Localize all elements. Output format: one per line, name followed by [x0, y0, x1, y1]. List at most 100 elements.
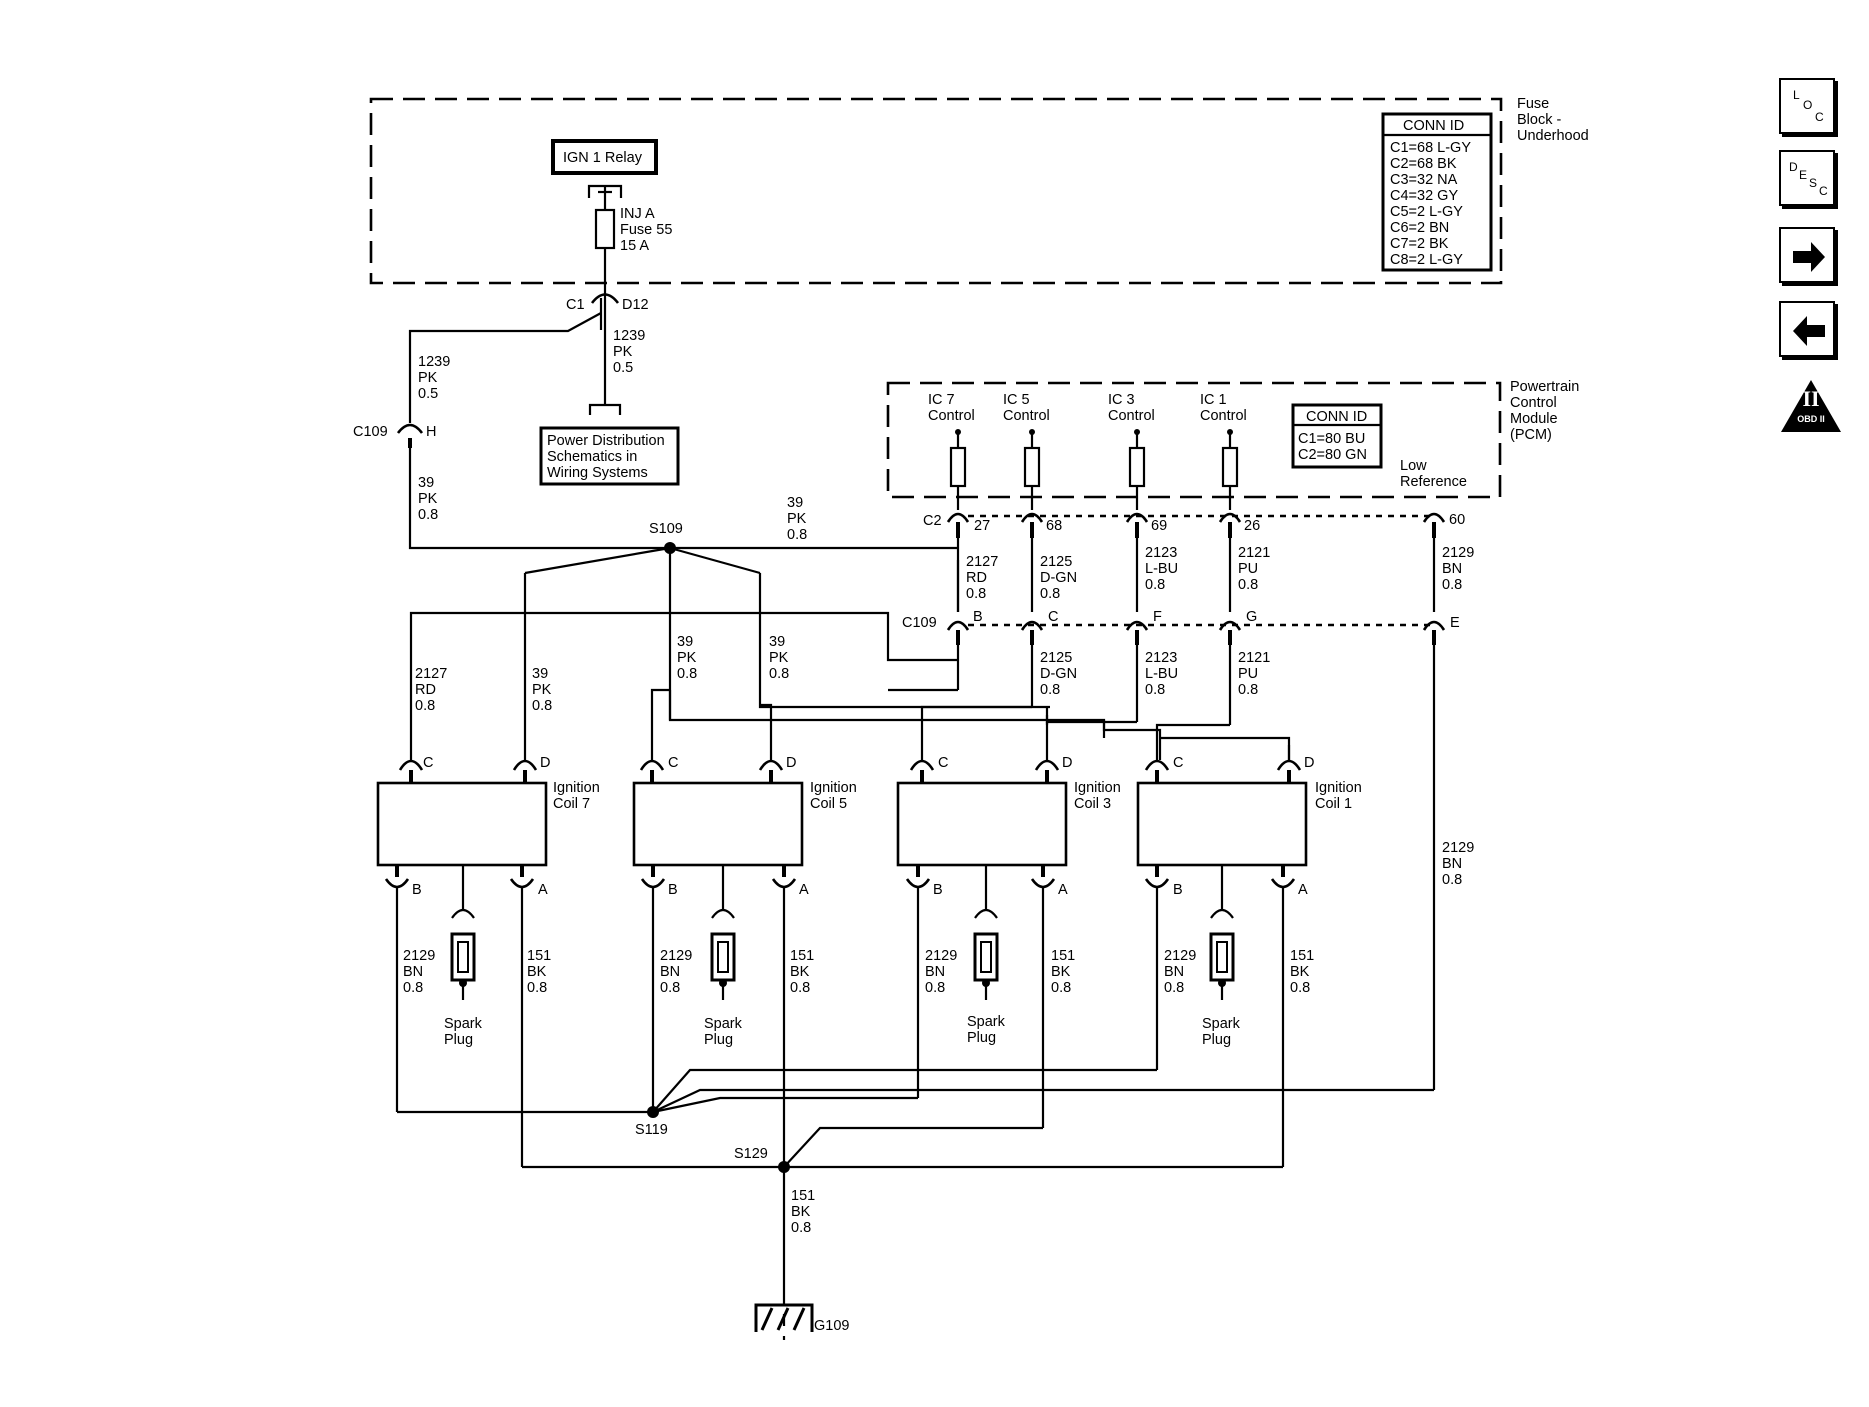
conn-id-entry: C3=32 NA [1390, 172, 1458, 188]
power-distribution-text: Schematics in [547, 449, 637, 465]
connector-c109-label: C109 [902, 615, 937, 631]
obd-ii-badge: II OBD II [1779, 378, 1843, 434]
low-reference-label: Reference [1400, 474, 1467, 490]
coil-name: Coil 7 [553, 796, 590, 812]
wire-color-label: PK [769, 650, 789, 666]
ignition-coil-3-labels: C D B A Ignition Coil 3 2129 BN 0.8 151 … [925, 755, 1121, 1046]
coil-pin-label: A [1058, 882, 1068, 898]
connector-c2-label: C2 [923, 513, 942, 529]
wire-size-label: 0.8 [403, 980, 423, 996]
spark-plug-label: Plug [1202, 1032, 1231, 1048]
wire-circuit-label: 151 [790, 948, 814, 964]
ic1-label: Control [1200, 408, 1247, 424]
c109-labels: C109 B C F G E [902, 609, 1460, 631]
wire-size-label: 0.8 [1145, 577, 1165, 593]
wire-color-label: PK [532, 682, 552, 698]
wire-color-label: BN [925, 964, 945, 980]
coil-pin-label: A [799, 882, 809, 898]
coil-pin-label: D [1304, 755, 1314, 771]
pcm-name: Powertrain [1510, 379, 1579, 395]
spark-plug-label: Spark [1202, 1016, 1241, 1032]
coil-pin-label: D [786, 755, 796, 771]
pcm-conn-id-entry: C1=80 BU [1298, 431, 1365, 447]
wire-color-label: BN [1442, 856, 1462, 872]
ignition-coil-7-labels: C D B A Ignition Coil 7 2129 BN 0.8 151 … [403, 755, 600, 1048]
ignition-coil-3-body [896, 781, 1068, 867]
wire-size-label: 0.8 [790, 980, 810, 996]
wire-size-label: 0.8 [677, 666, 697, 682]
fuse-block-labels: Fuse Block - Underhood IGN 1 Relay INJ A… [563, 96, 1589, 313]
ic7-label: IC 7 [928, 392, 955, 408]
coil-name: Ignition [1074, 780, 1121, 796]
conn-id-entry: C7=2 BK [1390, 236, 1449, 252]
pcm-name: (PCM) [1510, 427, 1552, 443]
wire-circuit-label: 2121 [1238, 650, 1270, 666]
ignition-coil-1-labels: C D B A Ignition Coil 1 2129 BN 0.8 151 … [1164, 755, 1362, 1048]
location-button[interactable]: L O C [1779, 78, 1835, 134]
wire-circuit-label: 39 [418, 475, 434, 491]
desc-letter: C [1819, 184, 1828, 198]
wire-color-label: PK [677, 650, 697, 666]
obd-ii-icon [1781, 380, 1841, 432]
wire-color-label: BK [1290, 964, 1310, 980]
wire-circuit-label: 1239 [418, 354, 450, 370]
spark-plug-label: Spark [444, 1016, 483, 1032]
previous-button[interactable] [1779, 301, 1835, 357]
wire-size-label: 0.8 [1145, 682, 1165, 698]
coil-name: Ignition [553, 780, 600, 796]
spark-plug-label: Plug [967, 1030, 996, 1046]
wire-color-label: RD [966, 570, 987, 586]
spark-plug-label: Plug [444, 1032, 473, 1048]
wire-color-label: PU [1238, 666, 1258, 682]
wire-circuit-label: 2127 [415, 666, 447, 682]
ignition-coil-7-body [376, 781, 548, 867]
next-button[interactable] [1779, 227, 1835, 283]
fuse-label: INJ A [620, 206, 655, 222]
obd-label: OBD II [1797, 414, 1825, 424]
power-distribution-text: Wiring Systems [547, 465, 648, 481]
pcm-name: Module [1510, 411, 1558, 427]
wire-color-label: BK [1051, 964, 1071, 980]
wire-size-label: 0.8 [1442, 577, 1462, 593]
ground-g109-label: G109 [814, 1318, 849, 1334]
wire-circuit-label: 151 [1290, 948, 1314, 964]
conn-id-title: CONN ID [1403, 118, 1464, 134]
conn-id-entry: C8=2 L-GY [1390, 252, 1463, 268]
wire-color-label: PK [613, 344, 633, 360]
pin-h-label: H [426, 424, 436, 440]
coil-name: Coil 1 [1315, 796, 1352, 812]
ic5-driver [1023, 432, 1041, 510]
coil-pin-label: B [412, 882, 422, 898]
splice-s109 [664, 542, 676, 554]
lower-wire-labels: 2127 RD 0.8 39 PK 0.8 39 PK 0.8 39 PK 0.… [415, 634, 1474, 888]
ignition-coil-5-labels: C D B A Ignition Coil 5 2129 BN 0.8 151 … [660, 755, 857, 1048]
wire-circuit-label: 151 [527, 948, 551, 964]
coil-pin-label: D [1062, 755, 1072, 771]
wire-1239-labels: 1239 PK 0.5 1239 PK 0.5 C109 H 39 PK 0.8… [353, 328, 807, 543]
conn-id-entry: C5=2 L-GY [1390, 204, 1463, 220]
coil-pin-label: B [1173, 882, 1183, 898]
wire-circuit-label: 2121 [1238, 545, 1270, 561]
ic1-label: IC 1 [1200, 392, 1227, 408]
coil-pin-label: A [1298, 882, 1308, 898]
fuse-block-outline [369, 97, 1503, 285]
pcm-conn-id-entry: C2=80 GN [1298, 447, 1367, 463]
coil-pin-label: B [933, 882, 943, 898]
wire-circuit-label: 39 [769, 634, 785, 650]
wire-size-label: 0.8 [925, 980, 945, 996]
wire-circuit-label: 2127 [966, 554, 998, 570]
wire-circuit-label: 2125 [1040, 650, 1072, 666]
splice-s119 [647, 1106, 659, 1118]
power-distribution-text: Power Distribution [547, 433, 665, 449]
low-reference-label: Low [1400, 458, 1427, 474]
pcm-output-wire-labels: 2127 RD 0.8 2125 D-GN 0.8 2123 L-BU 0.8 … [966, 545, 1474, 602]
description-button[interactable]: D E S C [1779, 150, 1835, 206]
ground-labels: S119 S129 151 BK 0.8 G109 [635, 1122, 849, 1334]
wire-color-label: PK [418, 370, 438, 386]
wire-size-label: 0.8 [1040, 586, 1060, 602]
loc-letter: L [1793, 88, 1800, 102]
ign1-relay-box [551, 139, 658, 175]
wire-size-label: 0.8 [1164, 980, 1184, 996]
ic5-label: Control [1003, 408, 1050, 424]
